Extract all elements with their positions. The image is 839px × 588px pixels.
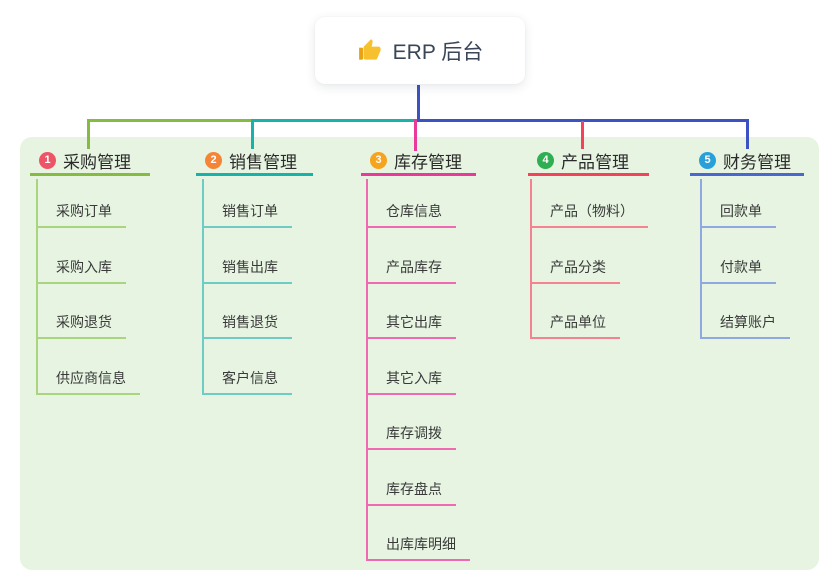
node-product-stock[interactable]: 产品库存: [368, 228, 456, 284]
branch-header-finance[interactable]: 5 财务管理: [690, 147, 804, 176]
node-other-outbound[interactable]: 其它出库: [368, 284, 456, 339]
node-stock-check[interactable]: 库存盘点: [368, 450, 456, 506]
branch-number-badge: 1: [39, 151, 56, 169]
thumbs-up-icon: [357, 38, 383, 64]
branch-label: 采购管理: [63, 152, 131, 172]
node-payment-bill[interactable]: 付款单: [702, 228, 776, 284]
node-product-unit[interactable]: 产品单位: [532, 284, 620, 339]
connector-drop-sales: [251, 119, 254, 149]
branch-label: 产品管理: [561, 152, 629, 172]
node-outbound-detail[interactable]: 出库库明细: [368, 506, 470, 561]
branch-number-badge: 3: [370, 151, 387, 169]
branch-children-product: 产品（物料） 产品分类 产品单位: [530, 179, 648, 339]
branch-header-sales[interactable]: 2 销售管理: [196, 147, 313, 176]
branch-number-badge: 2: [205, 151, 222, 169]
node-sales-order[interactable]: 销售订单: [204, 179, 292, 228]
branch-children-purchase: 采购订单 采购入库 采购退货 供应商信息: [36, 179, 140, 395]
node-product-category[interactable]: 产品分类: [532, 228, 620, 284]
connector-drop-product: [581, 121, 584, 149]
background-panel: [20, 137, 819, 570]
connector-drop-finance: [746, 119, 749, 149]
node-product-material[interactable]: 产品（物料）: [532, 179, 648, 228]
node-purchase-order[interactable]: 采购订单: [38, 179, 126, 228]
node-settlement-account[interactable]: 结算账户: [702, 284, 790, 339]
branch-label: 库存管理: [394, 152, 462, 172]
root-label: ERP 后台: [392, 40, 484, 64]
branch-children-inventory: 仓库信息 产品库存 其它出库 其它入库 库存调拨 库存盘点 出库库明细: [366, 179, 470, 561]
connector-rail-purchase: [87, 119, 254, 122]
branch-children-sales: 销售订单 销售出库 销售退货 客户信息: [202, 179, 292, 395]
connector-rail-right: [417, 119, 749, 122]
node-customer-info[interactable]: 客户信息: [204, 339, 292, 395]
connector-rail-sales: [251, 119, 420, 122]
connector-drop-purchase: [87, 119, 90, 149]
branch-label: 销售管理: [229, 152, 297, 172]
node-sales-outbound[interactable]: 销售出库: [204, 228, 292, 284]
branch-header-product[interactable]: 4 产品管理: [528, 147, 649, 176]
connector-drop-inventory: [414, 119, 417, 151]
branch-label: 财务管理: [723, 152, 791, 172]
branch-header-inventory[interactable]: 3 库存管理: [361, 147, 476, 176]
branch-header-purchase[interactable]: 1 采购管理: [30, 147, 150, 176]
branch-number-badge: 5: [699, 151, 716, 169]
node-stock-transfer[interactable]: 库存调拨: [368, 395, 456, 450]
root-node[interactable]: ERP 后台: [315, 17, 525, 84]
node-receipt-bill[interactable]: 回款单: [702, 179, 776, 228]
branch-children-finance: 回款单 付款单 结算账户: [700, 179, 790, 339]
branch-number-badge: 4: [537, 151, 554, 169]
node-other-inbound[interactable]: 其它入库: [368, 339, 456, 395]
node-supplier-info[interactable]: 供应商信息: [38, 339, 140, 395]
node-warehouse-info[interactable]: 仓库信息: [368, 179, 456, 228]
connector-root-vertical: [417, 85, 420, 121]
node-sales-return[interactable]: 销售退货: [204, 284, 292, 339]
node-purchase-return[interactable]: 采购退货: [38, 284, 126, 339]
node-purchase-inbound[interactable]: 采购入库: [38, 228, 126, 284]
